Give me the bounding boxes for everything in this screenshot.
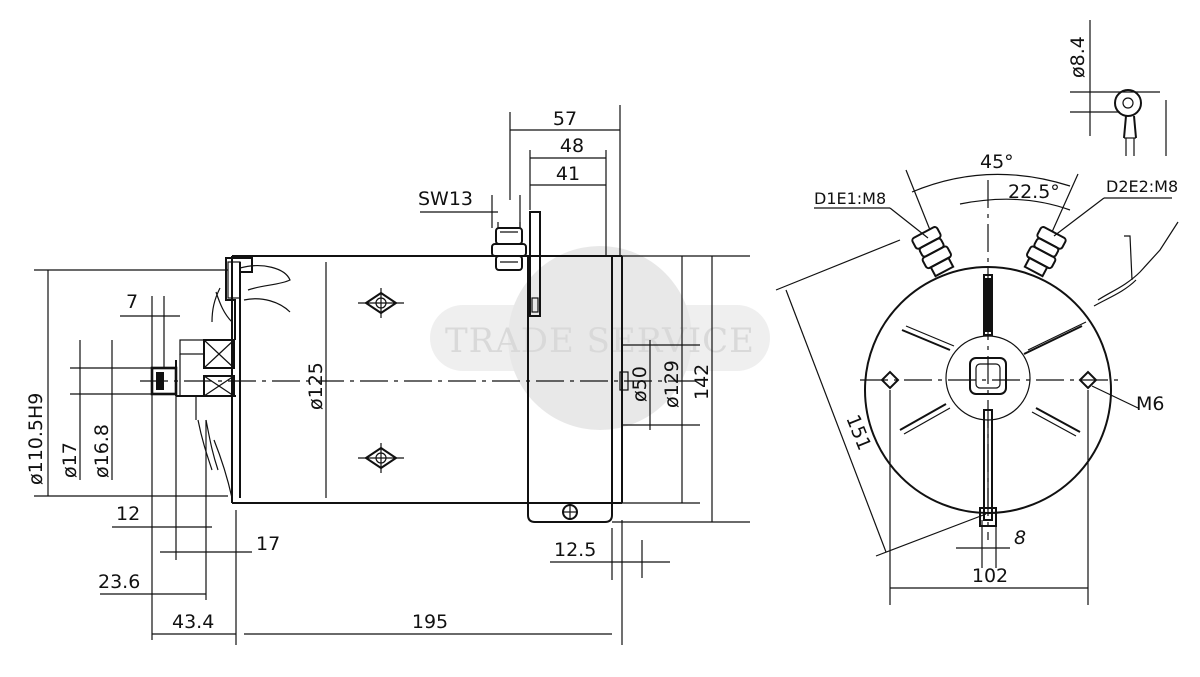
dim-57: 57 bbox=[553, 108, 577, 130]
side-view: 57 48 41 SW13 7 ø110.5H9 ø17 ø16.8 12 17 bbox=[25, 105, 750, 645]
label-m6: M6 bbox=[1136, 393, 1164, 415]
dim-110-5h9: ø110.5H9 bbox=[25, 393, 47, 485]
dim-dia-129: ø129 bbox=[661, 360, 683, 408]
end-view-vanes bbox=[899, 321, 1087, 437]
terminal-left bbox=[911, 226, 955, 278]
dim-17: 17 bbox=[256, 533, 280, 555]
motor-body bbox=[231, 255, 629, 523]
dim-41: 41 bbox=[556, 163, 580, 185]
watermark: TRADE SERVICE bbox=[430, 246, 770, 430]
end-view: 45° 22.5° D1E1:M8 D2E2:M8 M6 151 8 102 bbox=[775, 151, 1179, 605]
dim-195: 195 bbox=[412, 611, 448, 633]
brush-screw-top bbox=[358, 288, 404, 318]
dim-dia-50: ø50 bbox=[629, 366, 651, 402]
dim-102: 102 bbox=[972, 565, 1008, 587]
dim-dia-8-4: ø8.4 bbox=[1067, 36, 1089, 78]
terminal-stud bbox=[491, 211, 541, 317]
flange bbox=[150, 256, 291, 499]
watermark-band bbox=[430, 305, 770, 371]
dim-sw13: SW13 bbox=[418, 188, 473, 210]
dim-7: 7 bbox=[126, 291, 138, 313]
dim-12-5: 12.5 bbox=[554, 539, 596, 561]
dim-12: 12 bbox=[116, 503, 140, 525]
dim-43-4: 43.4 bbox=[172, 611, 214, 633]
dim-48: 48 bbox=[560, 135, 584, 157]
dim-23-6: 23.6 bbox=[98, 571, 140, 593]
dim-8: 8 bbox=[1014, 527, 1026, 549]
ring-terminal-detail: ø8.4 bbox=[1067, 20, 1167, 156]
dim-142: 142 bbox=[691, 364, 713, 400]
label-terminal-right: D2E2:M8 bbox=[1106, 177, 1178, 196]
cap-screw bbox=[562, 504, 578, 520]
terminal-right bbox=[1023, 226, 1067, 278]
watermark-text: TRADE SERVICE bbox=[445, 321, 755, 361]
dim-angle-22-5: 22.5° bbox=[1008, 181, 1060, 203]
dim-angle-45: 45° bbox=[980, 151, 1014, 173]
label-terminal-left: D1E1:M8 bbox=[814, 189, 886, 208]
dim-dia-16-8: ø16.8 bbox=[91, 424, 113, 478]
dim-dia-17: ø17 bbox=[59, 442, 81, 478]
brush-screw-bottom bbox=[358, 443, 404, 473]
dim-dia-125: ø125 bbox=[305, 362, 327, 410]
